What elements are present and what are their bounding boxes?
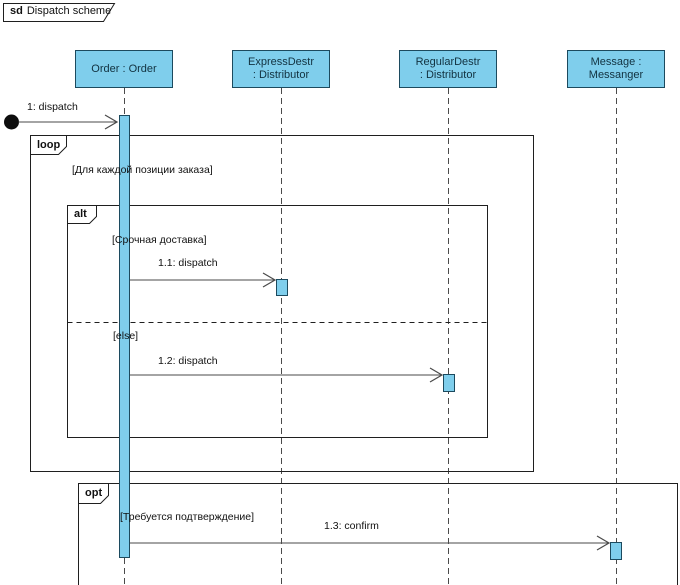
message-activation-bar[interactable] [610,542,622,560]
opt-pentagon [78,483,109,504]
lifeline-head-order[interactable]: Order : Order [75,50,173,88]
diagram-title-tab [3,3,116,22]
message-1-3-arrowhead-icon [596,535,611,551]
alt-frame[interactable] [67,205,488,438]
regulardestr-activation-bar[interactable] [443,374,455,392]
lifeline-head-expressdestr[interactable]: ExpressDestr : Distributor [232,50,330,88]
lifeline-head-order-label: Order : Order [91,62,157,75]
alt-pentagon [67,205,97,224]
message-1-1-label: 1.1: dispatch [158,257,218,269]
lifeline-head-message[interactable]: Message : Messanger [567,50,665,88]
opt-guard-label: [Требуется подтверждение] [120,511,255,523]
loop-frame[interactable] [30,135,534,472]
loop-pentagon [30,135,67,155]
message-1-label: 1: dispatch [27,101,78,113]
lifeline-head-regulardestr-label-line2: : Distributor [419,69,477,81]
order-activation-bar[interactable] [119,115,130,558]
message-1-2-label: 1.2: dispatch [158,355,218,367]
lifeline-head-regulardestr-label-line1: RegularDestr [415,56,481,68]
message-1-2-arrowhead-icon [429,367,444,383]
lifeline-head-expressdestr-label-line1: ExpressDestr [247,56,315,68]
lifeline-head-expressdestr-label-line2: : Distributor [252,69,310,81]
message-1-1-dispatch[interactable] [130,272,277,288]
lifeline-head-message-label-line1: Message : [590,56,642,68]
found-message-circle [4,114,19,130]
alt-else-label: [else] [113,330,139,342]
opt-operator-label: opt [85,487,103,499]
message-1-found-dispatch[interactable] [4,114,119,130]
alt-guard-label: [Срочная доставка] [112,234,207,246]
loop-guard-label: [Для каждой позиции заказа] [72,164,213,176]
expressdestr-activation-bar[interactable] [276,279,288,296]
opt-frame[interactable] [78,483,678,585]
diagram-title-keyword: sd [10,5,23,17]
message-1-2-dispatch[interactable] [130,367,444,383]
lifeline-head-regulardestr[interactable]: RegularDestr : Distributor [399,50,497,88]
message-1-3-label: 1.3: confirm [324,520,379,532]
message-1-3-confirm[interactable] [130,535,611,551]
loop-operator-label: loop [37,139,61,151]
alt-operator-label: alt [74,208,87,220]
message-1-1-arrowhead-icon [262,272,277,288]
diagram-title-name: Dispatch scheme [26,5,112,17]
lifeline-head-message-label-line2: Messanger [588,69,644,81]
message-1-arrowhead-icon [104,114,119,130]
